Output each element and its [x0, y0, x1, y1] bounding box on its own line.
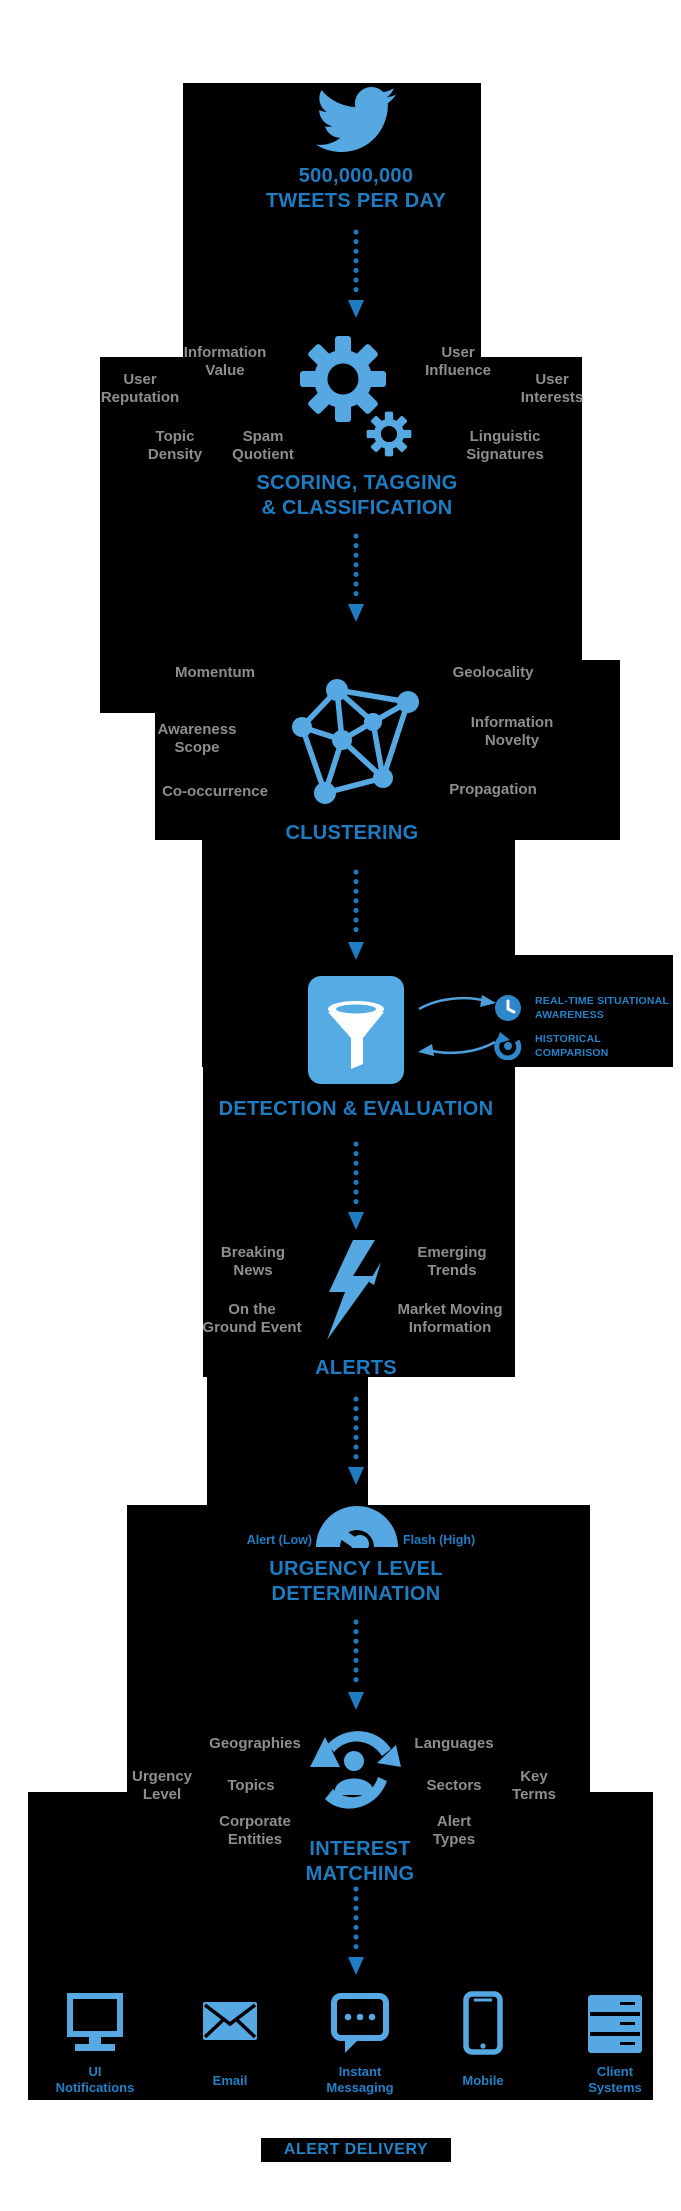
label-topics: Topics — [227, 1777, 275, 1794]
flow-arrow-7 — [348, 1885, 364, 1982]
scoring-title: SCORING, TAGGING& CLASSIFICATION — [256, 472, 458, 519]
panel-delivery — [28, 1792, 653, 2100]
panel-alerts-lower — [207, 1377, 368, 1505]
clustering-title: CLUSTERING — [285, 822, 419, 844]
alert-delivery-title: ALERT DELIVERY — [283, 2141, 429, 2158]
interest-matching-icon — [303, 1723, 403, 1819]
curved-arrow-left-icon — [416, 1036, 498, 1063]
label-email: Email — [212, 2073, 248, 2088]
gauge-icon — [315, 1504, 399, 1553]
label-geolocality: Geolocality — [452, 664, 534, 681]
label-geographies: Geographies — [209, 1735, 301, 1752]
gauge-high-label: Flash (High) — [403, 1533, 476, 1547]
alerts-title: ALERTS — [315, 1357, 397, 1379]
detection-title: DETECTION & EVALUATION — [218, 1098, 494, 1120]
email-icon — [203, 2002, 257, 2045]
client-systems-icon — [586, 1993, 644, 2060]
flow-arrow-2 — [348, 532, 364, 629]
monitor-icon — [67, 1993, 123, 2058]
flow-arrow-1 — [348, 228, 364, 325]
twitter-bird-icon — [314, 82, 398, 152]
label-mobile: Mobile — [462, 2073, 504, 2088]
lightning-bolt-icon — [325, 1240, 381, 1340]
gears-icon — [295, 332, 420, 462]
flow-arrow-6 — [348, 1618, 364, 1717]
alert-delivery-banner: ALERT DELIVERY — [261, 2138, 451, 2162]
flow-arrow-3 — [348, 868, 364, 967]
panel-clustering — [155, 660, 620, 840]
mobile-icon — [463, 1991, 503, 2060]
label-momentum: Momentum — [175, 664, 255, 681]
label-sectors: Sectors — [426, 1777, 482, 1794]
history-arrow-icon — [494, 1032, 522, 1065]
instant-messaging-icon — [331, 1993, 389, 2060]
panel-urgency — [127, 1505, 590, 1792]
flow-arrow-4 — [348, 1140, 364, 1237]
curved-arrow-right-icon — [416, 993, 498, 1020]
label-propagation: Propagation — [449, 781, 537, 798]
realtime-clock-icon — [494, 994, 522, 1027]
flow-arrow-5 — [348, 1395, 364, 1492]
gauge-low-label: Alert (Low) — [246, 1533, 312, 1547]
label-languages: Languages — [414, 1735, 494, 1752]
cluster-network-icon — [292, 676, 420, 804]
funnel-icon — [308, 976, 404, 1084]
label-co-occurrence: Co-occurrence — [162, 783, 268, 800]
